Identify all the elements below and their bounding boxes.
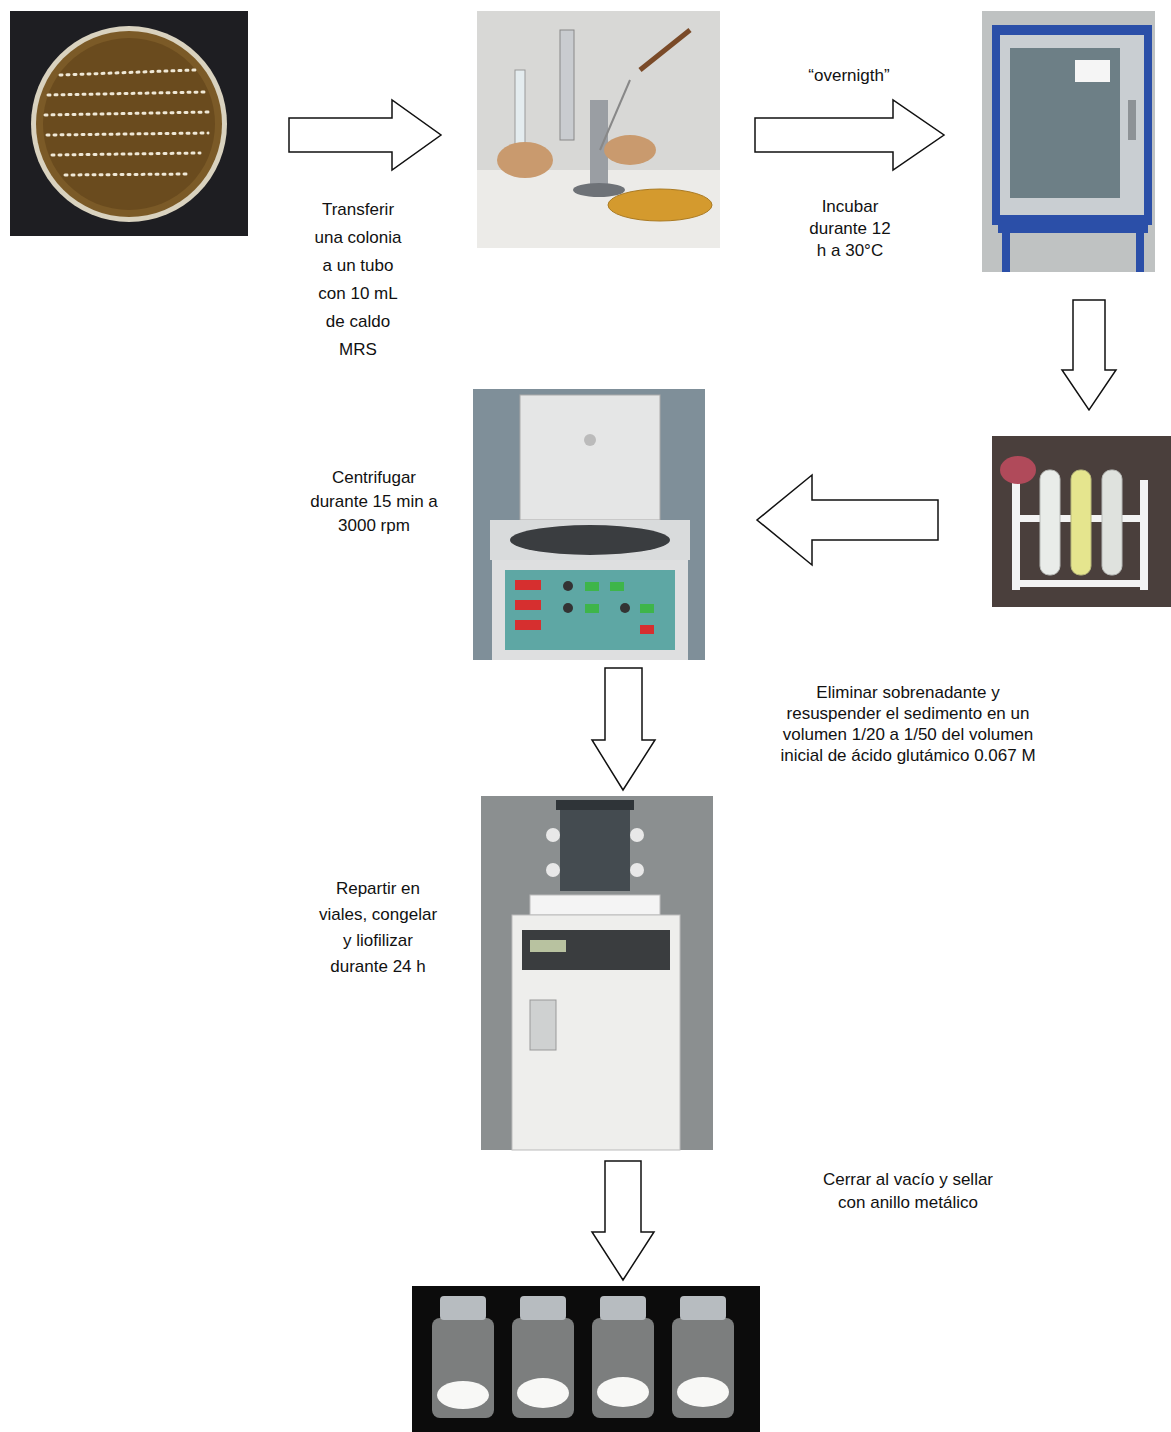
incubator-photo [982, 11, 1155, 272]
petri-dish-photo [10, 11, 248, 236]
centrifuge-photo [473, 389, 705, 660]
block-arrow [289, 100, 441, 170]
freeze-dryer-photo [481, 796, 713, 1150]
block-arrow [755, 100, 944, 170]
step-label: Repartir en viales, congelar y liofiliza… [314, 876, 442, 980]
step-label: Centrifugar durante 15 min a 3000 rpm [310, 466, 438, 538]
step-label: “overnigth” [784, 64, 914, 88]
step-label: Transferir una colonia a un tubo con 10 … [310, 196, 406, 364]
block-arrow [592, 1161, 654, 1280]
tube-rack-photo [992, 436, 1171, 607]
block-arrow [592, 668, 655, 790]
step-label: Cerrar al vacío y sellar con anillo metá… [808, 1168, 1008, 1214]
step-label: Eliminar sobrenadante y resuspender el s… [777, 682, 1039, 766]
block-arrows [289, 100, 1116, 1280]
block-arrow [1062, 300, 1116, 410]
inoculation-photo [477, 11, 720, 248]
block-arrow [757, 475, 938, 565]
vials-photo [412, 1286, 760, 1432]
step-label: Incubar durante 12 h a 30°C [805, 196, 895, 262]
